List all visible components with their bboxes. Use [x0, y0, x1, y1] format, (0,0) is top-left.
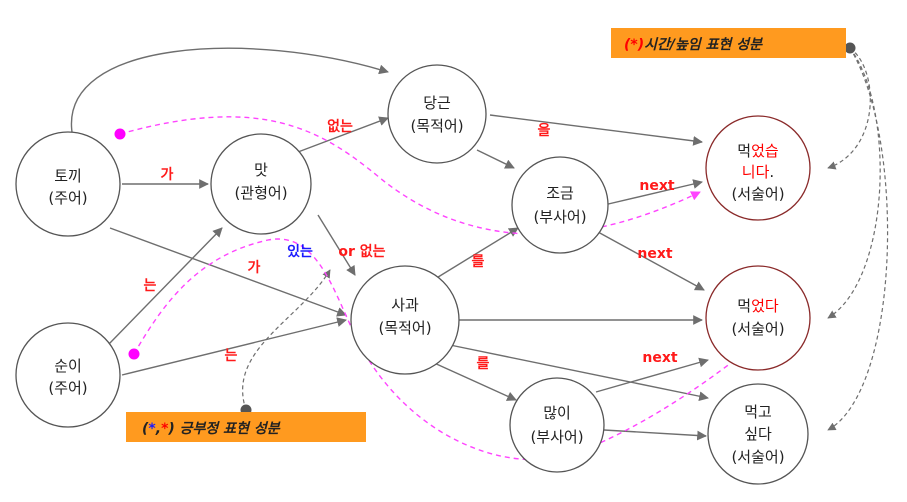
- edge-mani-meogeotda: [595, 357, 709, 393]
- node-word: 맛: [254, 161, 268, 179]
- node-role: (서술어): [731, 320, 784, 338]
- edge-suni-sagwa: [121, 317, 347, 376]
- node-word: 순이: [54, 357, 82, 375]
- node-mani: 많이 (부사어): [509, 377, 605, 473]
- node-role: (목적어): [410, 117, 463, 135]
- edge-tokki-sagwa: [109, 227, 347, 317]
- edge-danggeun-meogeotseumnida: [489, 114, 703, 146]
- edge-mani-meokgosipda: [603, 429, 707, 441]
- node-role: (부사어): [533, 208, 586, 226]
- label-neun-2: 는: [225, 348, 238, 364]
- node-word: 조금: [546, 184, 574, 202]
- note-links: [242, 47, 889, 431]
- label-or-eomneun: or 없는: [338, 244, 385, 260]
- polarity-note-text: (*,*) 긍부정 표현 성분: [142, 421, 281, 437]
- edge-tokki-danggeun: [70, 47, 389, 133]
- node-word: 먹었다: [737, 297, 779, 315]
- label-next-1: next: [639, 178, 674, 194]
- node-meogeotda: 먹었다 (서술어): [705, 265, 811, 371]
- node-word: 당근: [423, 94, 451, 112]
- label-ga-2: 가: [248, 260, 261, 276]
- pink-marker-top: [114, 128, 126, 140]
- edge-sagwa-meokgosipda: [449, 344, 709, 402]
- node-role: (관형어): [234, 184, 287, 202]
- label-neun-1: 는: [144, 278, 157, 294]
- node-role: (목적어): [378, 319, 431, 337]
- node-sagwa: 사과 (목적어): [350, 265, 460, 375]
- polarity-link: [242, 269, 331, 411]
- tense-note-marker: [844, 42, 856, 54]
- node-meokgo-sipda: 먹고 싶다 (서술어): [707, 383, 809, 485]
- tense-link-1: [827, 47, 871, 170]
- node-word-line1: 먹고: [744, 403, 772, 421]
- pink-path-lower: [133, 238, 741, 461]
- pink-marker-bottom: [128, 348, 140, 360]
- node-danggeun: 당근 (목적어): [387, 64, 487, 164]
- label-eomneun: 없는: [327, 119, 353, 135]
- label-next-2: next: [637, 246, 672, 262]
- label-reul-1: 를: [472, 254, 485, 270]
- node-role: (주어): [48, 189, 87, 207]
- edge-sagwa-mani: [431, 361, 517, 401]
- label-ga-1: 가: [161, 167, 174, 183]
- node-word-line2: 싶다: [744, 425, 772, 443]
- edge-jogeum-meogeotda: [597, 231, 705, 291]
- node-word-line1: 먹었습: [737, 142, 778, 160]
- edge-suni-mat: [107, 227, 223, 346]
- tense-link-3: [827, 47, 889, 431]
- tense-note-text: (*)시간/높임 표현 성분: [624, 37, 763, 53]
- node-tokki: 토끼 (주어): [15, 131, 121, 237]
- node-word: 토끼: [54, 167, 82, 185]
- node-word: 사과: [391, 296, 419, 314]
- tense-note: (*)시간/높임 표현 성분: [611, 28, 846, 58]
- node-meogeot-seumnida: 먹었습 니다. (서술어): [705, 115, 811, 221]
- edge-labels: 가 없는 을 next next 는 가 있는 or 없는 를 는 를 next: [144, 119, 678, 372]
- node-suni: 순이 (주어): [15, 322, 121, 428]
- edge-mat-danggeun: [297, 116, 389, 153]
- edges: [70, 47, 709, 441]
- label-eul: 을: [538, 123, 551, 139]
- label-itneun: 있는: [287, 244, 313, 260]
- node-role: (주어): [48, 379, 87, 397]
- label-next-3: next: [642, 350, 677, 366]
- tense-link-2: [827, 47, 881, 319]
- edge-sagwa-jogeum: [429, 227, 519, 283]
- node-role: (서술어): [731, 448, 784, 466]
- node-jogeum: 조금 (부사어): [511, 156, 609, 254]
- node-role: (서술어): [731, 185, 784, 203]
- node-role: (부사어): [530, 428, 583, 446]
- edge-jogeum-meogeotseumnida: [603, 179, 703, 206]
- edge-mat-sagwa: [317, 214, 356, 276]
- label-reul-2: 를: [477, 356, 490, 372]
- polarity-note: (*,*) 긍부정 표현 성분: [126, 412, 366, 442]
- edge-danggeun-jogeum: [476, 149, 515, 169]
- node-word: 많이: [543, 404, 571, 422]
- node-mat: 맛 (관형어): [210, 133, 312, 235]
- node-word-line2: 니다.: [742, 163, 774, 181]
